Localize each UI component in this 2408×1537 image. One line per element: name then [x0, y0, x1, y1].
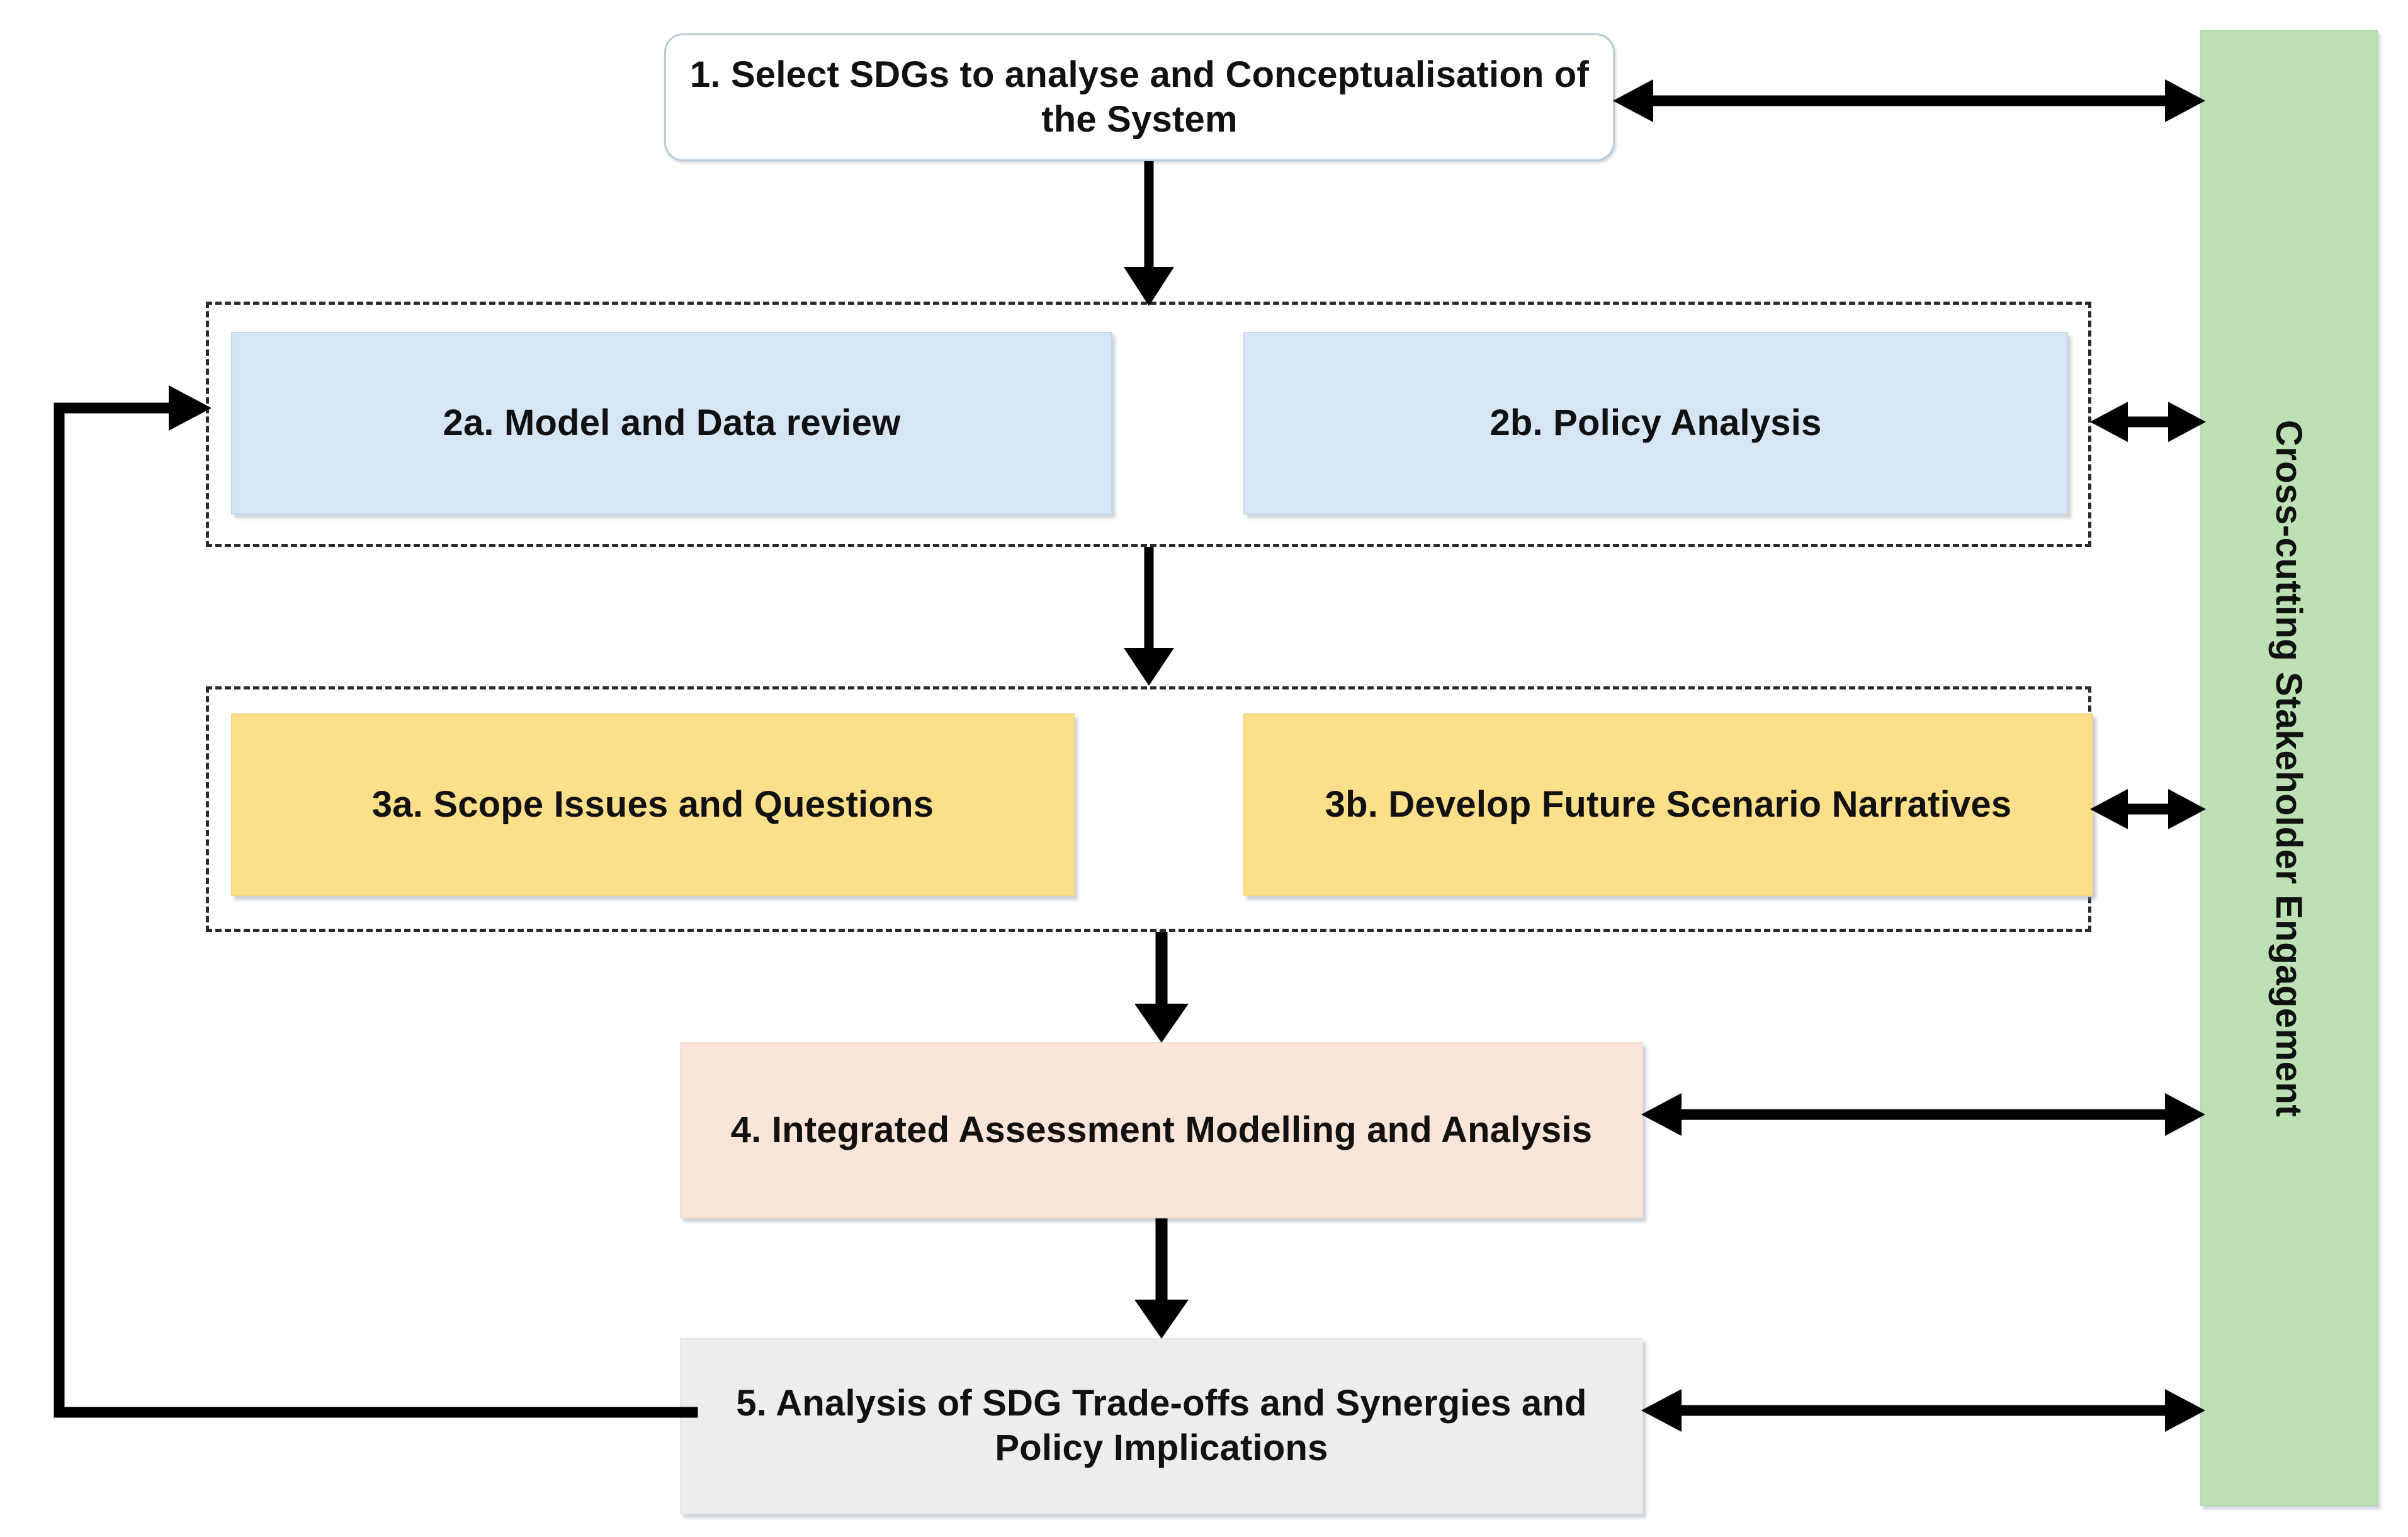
connector-step5-feedback-to-stage2	[44, 378, 698, 1436]
node-step-2b-label: 2b. Policy Analysis	[1489, 402, 1822, 443]
connector-stage2-to-stage3	[1108, 547, 1190, 687]
node-step-2a[interactable]: 2a. Model and Data review	[231, 332, 1112, 514]
connector-step1-to-band	[1612, 76, 2207, 126]
connector-step4-to-band	[1640, 1089, 2207, 1140]
node-step-3a-label: 3a. Scope Issues and Questions	[371, 783, 934, 825]
connector-step5-to-band	[1640, 1385, 2207, 1436]
connector-stage3-to-step4	[1121, 932, 1202, 1044]
connector-stage2-to-band	[2089, 397, 2207, 447]
node-step-5-label: 5. Analysis of SDG Trade-offs and Synerg…	[736, 1383, 1587, 1468]
node-step-3b[interactable]: 3b. Develop Future Scenario Narratives	[1243, 713, 2093, 896]
node-step-3b-label: 3b. Develop Future Scenario Narratives	[1325, 783, 2012, 825]
connector-step4-to-step5	[1121, 1218, 1202, 1340]
node-step-3a[interactable]: 3a. Scope Issues and Questions	[231, 713, 1075, 896]
connector-step1-to-stage2	[1108, 161, 1190, 307]
node-step-5[interactable]: 5. Analysis of SDG Trade-offs and Synerg…	[680, 1338, 1643, 1514]
node-step-4[interactable]: 4. Integrated Assessment Modelling and A…	[680, 1042, 1643, 1218]
band-label: Cross-cutting Stakeholder Engagement	[2268, 419, 2310, 1117]
connector-stage3-to-band	[2089, 784, 2207, 834]
band-cross-cutting-stakeholder-engagement[interactable]: Cross-cutting Stakeholder Engagement	[2200, 30, 2378, 1506]
node-step-2b[interactable]: 2b. Policy Analysis	[1243, 332, 2068, 514]
node-step-2a-label: 2a. Model and Data review	[443, 402, 901, 443]
node-step-4-label: 4. Integrated Assessment Modelling and A…	[730, 1109, 1593, 1150]
node-step-1[interactable]: 1. Select SDGs to analyse and Conceptual…	[664, 33, 1615, 161]
node-step-1-label: 1. Select SDGs to analyse and Conceptual…	[689, 54, 1590, 140]
